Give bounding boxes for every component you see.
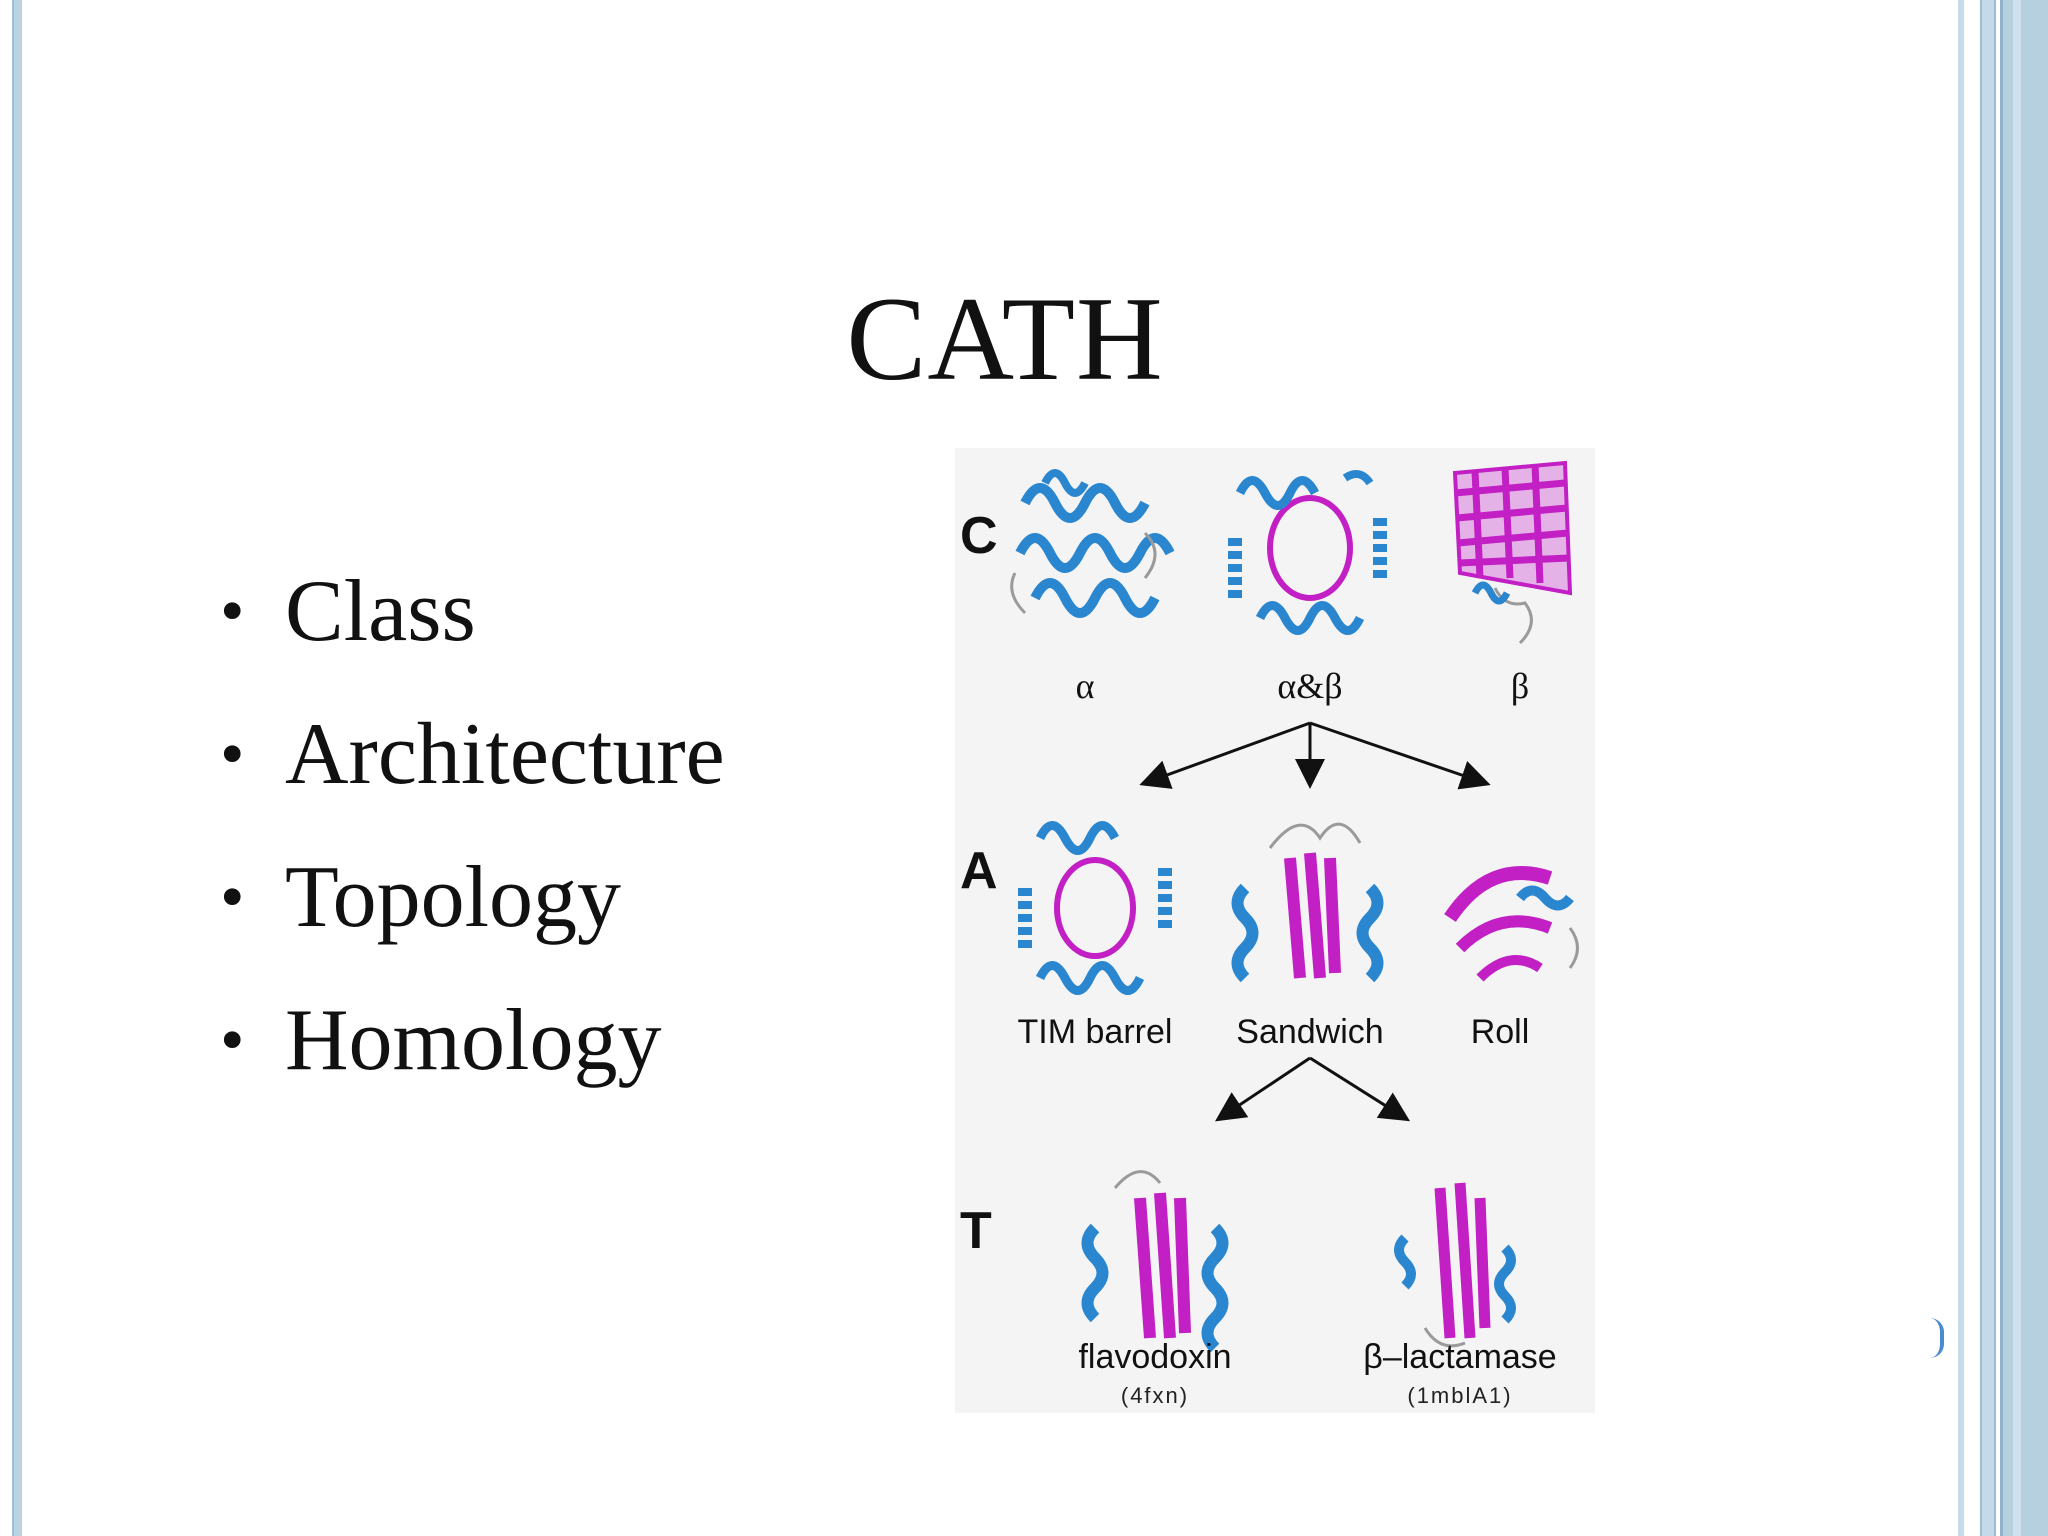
roll-structure-image [1450, 873, 1578, 978]
bullet-item: •Class [210, 540, 725, 683]
level-t-label: T [960, 1202, 992, 1260]
alpha-beta-structure-image [1235, 474, 1380, 631]
alpha-structure-image [1012, 473, 1170, 613]
topology-code-flavodoxin: (4fxn) [1121, 1383, 1189, 1408]
class-caption-alpha: α [1076, 666, 1095, 706]
arch-caption-roll: Roll [1471, 1013, 1530, 1051]
class-to-architecture-arrows [1145, 723, 1485, 783]
topology-caption-beta-lactamase: β–lactamase [1363, 1338, 1556, 1376]
sandwich-structure-image [1238, 824, 1378, 978]
level-c-label: C [960, 507, 998, 565]
bullet-item: •Architecture [210, 683, 725, 826]
beta-lactamase-structure-image [1399, 1183, 1511, 1346]
right-border-decoration [1958, 0, 2048, 1536]
decorative-arc [1930, 1318, 1944, 1358]
level-a-label: A [960, 842, 998, 900]
arch-caption-sandwich: Sandwich [1236, 1013, 1383, 1051]
tim-barrel-structure-image [1025, 826, 1165, 991]
beta-structure-image [1455, 463, 1570, 643]
flavodoxin-structure-image [1088, 1172, 1223, 1348]
topology-code-beta-lactamase: (1mblA1) [1407, 1383, 1512, 1408]
architecture-to-topology-arrows [1220, 1058, 1405, 1118]
class-caption-alpha-beta: α&β [1277, 666, 1342, 706]
left-border-decoration [0, 0, 26, 1536]
arch-caption-tim-barrel: TIM barrel [1018, 1013, 1173, 1051]
class-caption-beta: β [1511, 666, 1529, 706]
bullet-text: Architecture [285, 706, 725, 803]
topology-caption-flavodoxin: flavodoxin [1078, 1338, 1231, 1376]
bullet-item: •Homology [210, 969, 725, 1112]
cath-hierarchy-figure: C A T α α&β β [955, 448, 1595, 1413]
slide-title: CATH [840, 270, 1170, 408]
bullet-text: Homology [285, 992, 661, 1089]
bullet-item: •Topology [210, 826, 725, 969]
bullet-list: •Class •Architecture •Topology •Homology [210, 540, 725, 1112]
bullet-text: Topology [285, 849, 621, 946]
bullet-text: Class [285, 563, 476, 660]
